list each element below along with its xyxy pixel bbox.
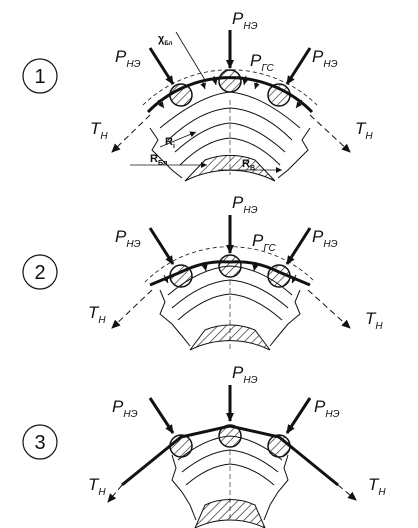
diagram-3-label-p-right: PНЭ bbox=[314, 397, 340, 420]
diagram-2-tension-left bbox=[111, 289, 153, 329]
diagram-1-label-p-left: PНЭ bbox=[115, 47, 141, 70]
diagram-2: 2 PНЭ PНЭ PНЭ PГС TН TН bbox=[22, 193, 383, 351]
diagram-3-roller-center bbox=[218, 424, 242, 448]
diagram-2-label-t-left: TН bbox=[88, 303, 106, 326]
diagram-2-force-left bbox=[148, 227, 175, 265]
diagram-3-label-p-left: PНЭ bbox=[112, 397, 138, 420]
diagram-3-roller-right bbox=[267, 434, 291, 458]
diagram-1-label-r-v: RВ bbox=[242, 158, 255, 172]
diagram-1-force-right bbox=[285, 47, 312, 85]
diagram-3-label-p-center: PНЭ bbox=[232, 363, 258, 386]
diagram-3-number: 3 bbox=[34, 432, 45, 454]
diagram-1-label-p-center: PНЭ bbox=[232, 9, 258, 32]
diagram-2-label-p-gc: PГС bbox=[252, 231, 276, 254]
diagram-3-tension-right bbox=[337, 484, 357, 501]
diagram-3-roller-left bbox=[169, 434, 193, 458]
diagram-1-tension-left bbox=[111, 114, 151, 153]
diagram-3-label-t-left: TН bbox=[88, 475, 106, 498]
diagram-1-roller-left bbox=[169, 83, 193, 107]
diagram-1-label-p-gc: PГС bbox=[250, 51, 274, 74]
diagram-1-number: 1 bbox=[34, 66, 45, 88]
diagram-3-force-right bbox=[285, 397, 312, 434]
diagram-2-label-p-right: PНЭ bbox=[312, 227, 338, 250]
diagram-1-label-p-right: PНЭ bbox=[312, 47, 338, 70]
diagram-3-number-circle bbox=[22, 424, 58, 460]
diagram-3: 3 PНЭ PНЭ PНЭ TН TН bbox=[22, 363, 386, 528]
diagram-2-number-circle bbox=[22, 254, 58, 290]
diagram-1-pressure-arrows bbox=[157, 75, 303, 109]
diagram-3-label-t-right: TН bbox=[368, 475, 386, 498]
diagram-1-label-r-bl: RБл bbox=[150, 153, 167, 167]
diagram-2-tension-right bbox=[307, 289, 351, 329]
diagram-1-roller-center bbox=[218, 69, 242, 93]
diagram-2-label-p-center: PНЭ bbox=[232, 193, 258, 216]
diagram-2-label-p-left: PНЭ bbox=[115, 227, 141, 250]
diagram-2-roller-left bbox=[169, 264, 193, 288]
diagram-3-drum bbox=[171, 435, 289, 528]
diagram-3-tension-left bbox=[107, 484, 123, 503]
diagram-1-label-r-i: Ri bbox=[165, 136, 175, 150]
diagram-1-label-t-right: TН bbox=[355, 119, 373, 142]
diagram-2-number: 2 bbox=[34, 262, 45, 284]
diagram-1-number-circle bbox=[22, 58, 58, 94]
diagram-2-force-right bbox=[285, 227, 312, 265]
diagram-1-label-t-left: TН bbox=[90, 119, 108, 142]
diagram-1-force-left bbox=[148, 47, 175, 85]
diagram-1-tension-right bbox=[309, 114, 351, 153]
diagram-1: 1 bbox=[22, 9, 373, 182]
diagram-1-label-chi: χБл bbox=[158, 33, 173, 47]
diagram-3-force-left bbox=[148, 397, 175, 434]
diagram-1-chi-line bbox=[175, 31, 206, 81]
diagram-2-label-t-right: TН bbox=[365, 309, 383, 332]
diagram-1-r-i-line bbox=[159, 131, 197, 148]
diagram-2-roller-center bbox=[218, 254, 242, 278]
diagram-1-roller-right bbox=[267, 83, 291, 107]
diagram-2-pressure-arrows bbox=[162, 261, 298, 284]
diagram-2-roller-right bbox=[267, 264, 291, 288]
